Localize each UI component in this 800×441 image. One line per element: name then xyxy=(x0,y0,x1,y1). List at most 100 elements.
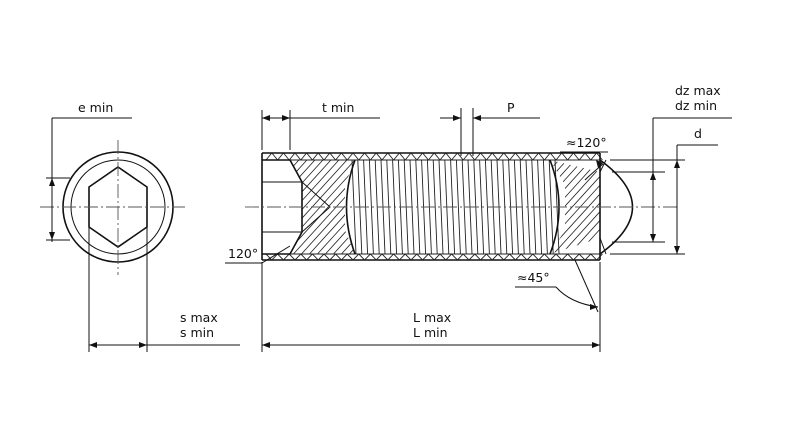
end-view: e min s max s min xyxy=(40,100,240,352)
hatch-line xyxy=(444,150,544,260)
hatch-line xyxy=(550,160,585,254)
hatch-line xyxy=(620,150,720,260)
t-min-dimension: t min xyxy=(261,100,380,150)
thread-tooth-top xyxy=(265,152,278,161)
l-min-label: L min xyxy=(413,325,448,340)
dz-dimension: dz max dz min xyxy=(612,83,732,243)
thread-tooth-bottom xyxy=(416,253,429,261)
hatch-line xyxy=(550,160,600,254)
hatch-line xyxy=(550,160,600,254)
thread-tooth-bottom xyxy=(393,253,406,261)
thread-tooth-top xyxy=(439,152,452,161)
hatch-line xyxy=(550,160,600,254)
hatch-line xyxy=(290,160,349,254)
thread-tooth-top xyxy=(288,152,302,161)
thread-tooth-top xyxy=(335,152,348,161)
chamfer-angle-45-dimension: ≈45° xyxy=(515,259,599,313)
thread-ridge xyxy=(479,159,485,255)
hatch-line xyxy=(311,160,355,254)
thread-tooth-bottom xyxy=(335,253,348,261)
pitch-dimension: P xyxy=(440,100,540,156)
thread-tooth-top xyxy=(555,152,568,161)
hatch-line xyxy=(290,160,333,254)
hatch-line xyxy=(290,160,325,254)
thread-tooth-bottom xyxy=(381,253,394,261)
hatch-line xyxy=(290,160,355,254)
angle-120-top-label: ≈120° xyxy=(566,135,607,150)
hatch-line xyxy=(168,150,268,260)
hatch-line xyxy=(327,160,355,254)
hatch-line xyxy=(595,160,600,254)
e-min-label: e min xyxy=(78,100,113,115)
thread-ridge xyxy=(542,159,548,255)
thread-tooth-bottom xyxy=(497,253,510,261)
thread-tooth-top xyxy=(497,152,510,161)
thread-tooth-bottom xyxy=(428,253,441,261)
thread-tooth-top xyxy=(404,152,418,161)
thread-ridge xyxy=(368,159,374,255)
thread-tooth-bottom xyxy=(370,253,383,261)
hatch-line xyxy=(319,160,355,254)
hatch-line xyxy=(652,150,752,260)
hatch-line xyxy=(604,150,704,260)
thread-tooth-top xyxy=(474,152,487,161)
thread-tooth-top xyxy=(509,152,522,161)
thread-tooth-bottom xyxy=(532,253,545,261)
hatch-line xyxy=(290,160,355,254)
hatch-line xyxy=(579,160,600,254)
hatch-line xyxy=(290,160,355,254)
thread-tooth-bottom xyxy=(277,253,290,261)
d-label: d xyxy=(694,126,702,141)
thread-tooth-bottom xyxy=(544,253,557,261)
thread-tooth-top xyxy=(544,152,557,161)
thread-tooth-bottom xyxy=(567,253,580,261)
hatch-line xyxy=(550,160,600,254)
hatch-line xyxy=(644,150,744,260)
hatch-line xyxy=(290,160,355,254)
thread-tooth-top xyxy=(532,152,545,161)
hatch-line xyxy=(290,160,341,254)
thread-tooth-bottom xyxy=(578,253,592,261)
e-min-dimension: e min xyxy=(46,100,132,242)
thread-tooth-top xyxy=(277,152,290,161)
d-dimension: d xyxy=(610,126,718,255)
thread-tooth-bottom xyxy=(451,253,464,261)
thread-tooth-top xyxy=(312,152,325,161)
hatch-line xyxy=(290,160,301,254)
thread-tooth-bottom xyxy=(288,253,302,261)
angle-45-label: ≈45° xyxy=(517,270,550,285)
l-max-label: L max xyxy=(413,310,451,325)
thread-tooth-bottom xyxy=(404,253,418,261)
thread-teeth xyxy=(265,152,603,261)
thread-tooth-top xyxy=(358,152,371,161)
hatch-line xyxy=(550,160,600,254)
thread-tooth-top xyxy=(451,152,464,161)
thread-tooth-top xyxy=(381,152,394,161)
thread-tooth-top xyxy=(300,152,313,161)
thread-ridge xyxy=(548,159,554,255)
thread-tooth-bottom xyxy=(265,253,278,261)
thread-tooth-top xyxy=(370,152,383,161)
hatch-line xyxy=(550,160,577,254)
thread-tooth-top xyxy=(346,152,360,161)
hatch-line xyxy=(563,160,600,254)
thread-tooth-bottom xyxy=(555,253,568,261)
thread-tooth-bottom xyxy=(439,253,452,261)
dz-min-label: dz min xyxy=(675,98,717,113)
l-dimension: L max L min xyxy=(261,262,601,352)
hatch-line xyxy=(550,160,593,254)
s-min-label: s min xyxy=(180,325,214,340)
hatch-line xyxy=(184,150,284,260)
tip-angle-120-dimension: ≈120° xyxy=(560,135,608,181)
hatch-line xyxy=(676,150,776,260)
thread-tooth-top xyxy=(520,152,534,161)
hatch-line xyxy=(550,160,553,254)
thread-tooth-bottom xyxy=(312,253,325,261)
thread-tooth-top xyxy=(323,152,336,161)
thread-ridge xyxy=(351,159,357,255)
socket-angle-120-dimension: 120° xyxy=(225,245,291,264)
thread-tooth-top xyxy=(428,152,441,161)
thread-tooth-bottom xyxy=(474,253,487,261)
hatch-line xyxy=(612,150,712,260)
thread-ridge xyxy=(432,159,438,255)
